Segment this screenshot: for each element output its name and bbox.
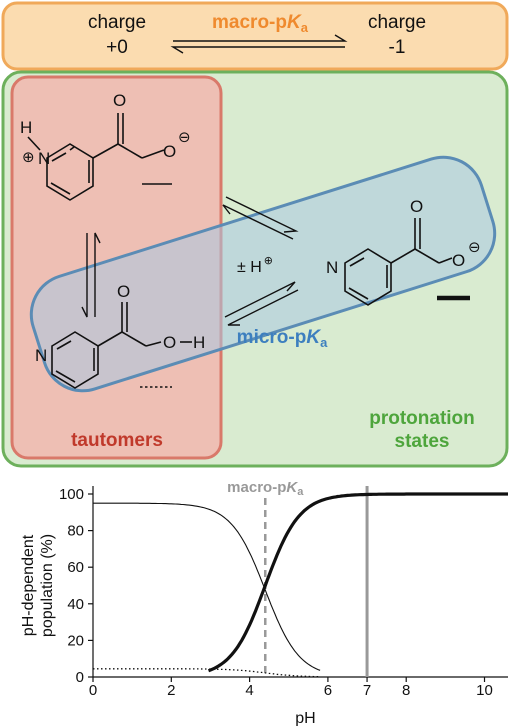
y-tick-label: 60 <box>67 559 84 576</box>
plus-charge: ⊕ <box>22 149 35 166</box>
upper-micro-equilibrium-arrows <box>222 196 299 240</box>
macro-equilibrium-arrows <box>170 34 348 54</box>
y-tick-label: 100 <box>59 486 84 503</box>
atom-h: H <box>193 333 205 352</box>
atom-o: O <box>113 91 126 110</box>
molecule-anion <box>344 218 470 306</box>
atom-o: O <box>163 333 176 352</box>
atom-n: N <box>38 149 50 168</box>
minus-charge: ⊖ <box>468 239 481 256</box>
molecule-zwitterion <box>27 113 172 201</box>
states-label: states <box>395 431 450 452</box>
protonation-label: protonation <box>369 408 475 429</box>
series-line-thin <box>93 502 321 671</box>
atom-o: O <box>452 251 465 270</box>
tautomers-label: tautomers <box>71 430 163 451</box>
charge-box <box>1 1 509 71</box>
atom-o: O <box>163 142 176 161</box>
atom-n: N <box>35 346 47 365</box>
x-tick-label: 2 <box>167 682 175 699</box>
micro-states-box <box>29 155 497 393</box>
plus-minus-h-label: ± H⊕ <box>237 255 273 276</box>
y-axis-label-line2: population (%) <box>39 534 56 637</box>
atom-o: O <box>117 282 130 301</box>
charge-left-value: +0 <box>106 37 128 58</box>
x-tick-label: 6 <box>324 682 332 699</box>
macro-pka-annotation: macro-pKa <box>227 479 304 498</box>
micro-pka-title: micro-pKa <box>237 327 328 350</box>
tautomer-equilibrium-arrows <box>81 232 101 318</box>
charge-right-value: -1 <box>389 37 406 58</box>
atom-o: O <box>410 197 423 216</box>
y-tick-label: 20 <box>67 632 84 649</box>
macro-pka-title: macro-pKa <box>212 12 309 35</box>
x-tick-label: 7 <box>363 682 371 699</box>
minus-charge: ⊖ <box>178 129 191 146</box>
x-tick-label: 8 <box>402 682 410 699</box>
molecule-neutral-acid <box>51 302 192 389</box>
x-tick-label: 4 <box>245 682 253 699</box>
atom-n: N <box>326 258 338 277</box>
charge-left-word: charge <box>88 12 146 33</box>
x-tick-label: 0 <box>89 682 97 699</box>
y-tick-label: 0 <box>76 669 84 686</box>
series-line-thick <box>207 492 508 673</box>
x-tick-label: 10 <box>476 682 493 699</box>
y-tick-label: 40 <box>67 596 84 613</box>
charge-right-word: charge <box>368 12 426 33</box>
series-line-dotted <box>93 668 321 678</box>
y-axis-label-line1: pH-dependent <box>20 534 37 636</box>
atom-h: H <box>20 118 32 137</box>
x-axis-label: pH <box>295 710 315 726</box>
y-tick-label: 80 <box>67 523 84 540</box>
lower-micro-equilibrium-arrows <box>224 281 299 326</box>
